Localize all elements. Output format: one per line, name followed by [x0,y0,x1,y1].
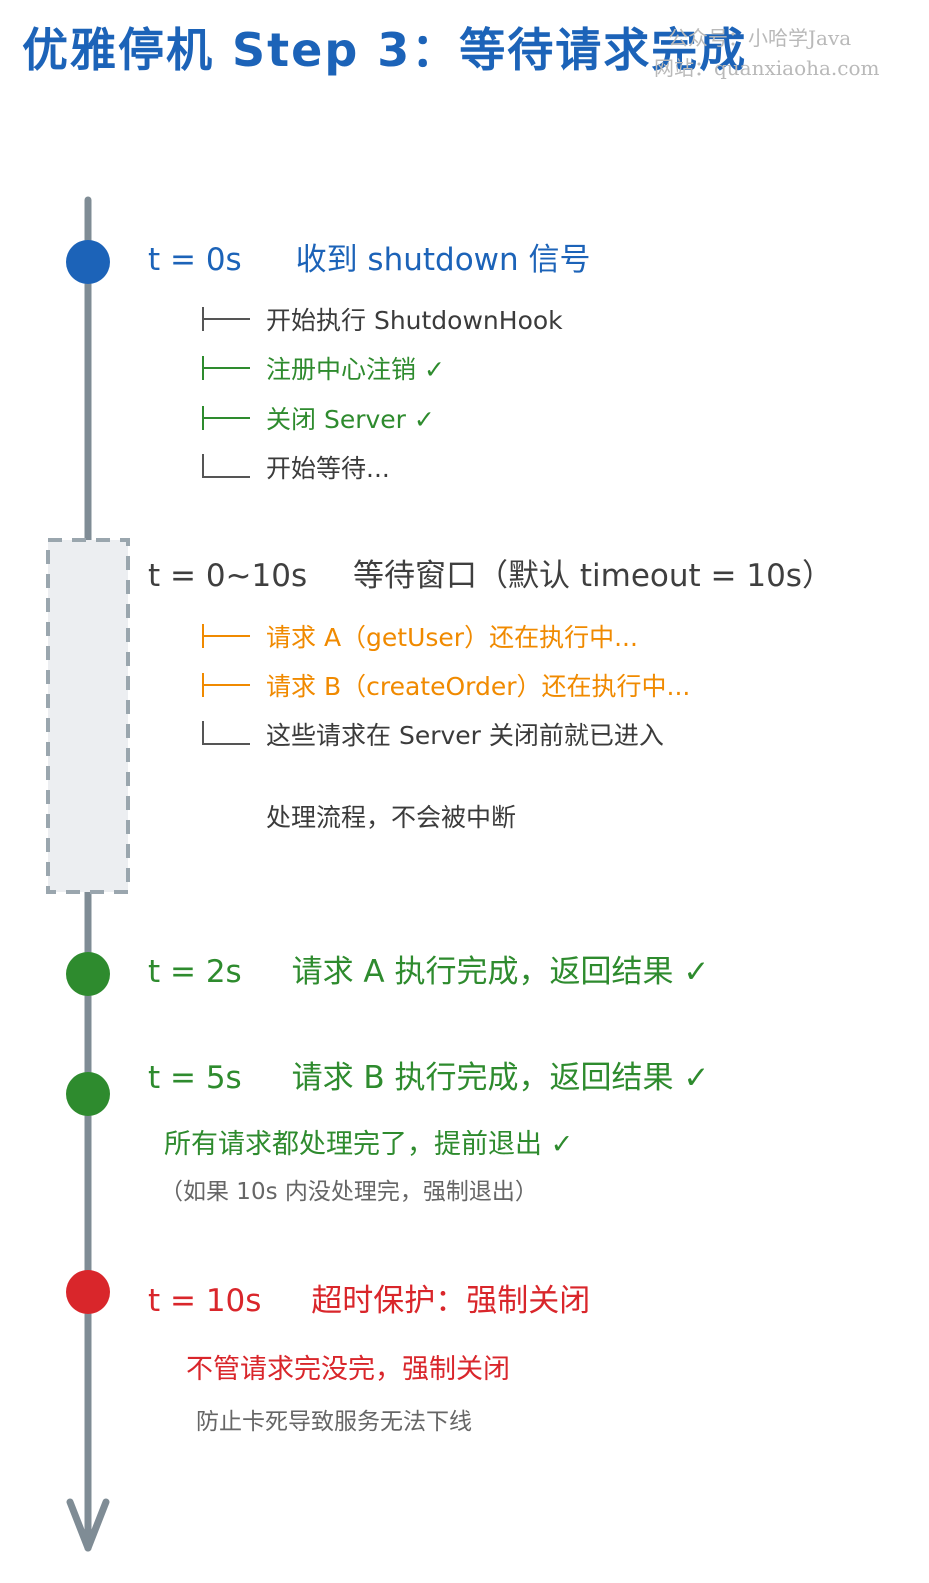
window-item: 请求 B（createOrder）还在执行中... [202,667,690,703]
watermark-line-2: 网站：quanxiaoha.com [654,56,880,80]
event-0s-heading: t = 0s 收到 shutdown 信号 [148,234,591,279]
window-time: t = 0~10s [148,558,308,594]
event-10s-heading: t = 10s 超时保护：强制关闭 [148,1275,590,1320]
event-5s-sub1: 所有请求都处理完了，提前退出 ✓ [164,1129,574,1160]
event-0s-item: 注册中心注销 ✓ [202,350,445,386]
watermark-line-1: 公众号：小哈学Java [668,26,852,50]
event-0s-time: t = 0s [148,242,242,278]
event-0s-item: 开始执行 ShutdownHook [202,301,563,337]
event-10s-sub1: 不管请求完没完，强制关闭 [186,1354,510,1385]
window-item: 这些请求在 Server 关闭前就已进入 [202,716,664,752]
window-heading: t = 0~10s 等待窗口（默认 timeout = 10s） [148,550,833,595]
page-title: 优雅停机 Step 3：等待请求完成 [22,23,748,77]
event-2s-time: t = 2s [148,954,242,990]
window-label: 等待窗口（默认 timeout = 10s） [353,558,833,594]
event-10s-sub2: 防止卡死导致服务无法下线 [196,1409,472,1435]
event-5s-heading: t = 5s 请求 B 执行完成，返回结果 ✓ [148,1052,709,1097]
milestone-dot-0s [66,240,110,284]
event-10s-time: t = 10s [148,1283,262,1319]
event-5s-time: t = 5s [148,1060,242,1096]
event-10s-label: 超时保护：强制关闭 [311,1283,591,1319]
event-2s-label: 请求 A 执行完成，返回结果 ✓ [291,954,710,990]
milestone-dot-5s [66,1072,110,1116]
event-0s-item: 开始等待... [202,449,390,485]
milestone-dot-10s [66,1270,110,1314]
waiting-window-box [46,538,130,894]
event-0s-item: 关闭 Server ✓ [202,400,435,436]
event-5s-label: 请求 B 执行完成，返回结果 ✓ [291,1060,710,1096]
window-note: 处理流程，不会被中断 [266,803,517,832]
timeline-arrowhead [66,1498,110,1552]
window-item: 请求 A（getUser）还在执行中... [202,618,638,654]
event-2s-heading: t = 2s 请求 A 执行完成，返回结果 ✓ [148,946,709,991]
event-0s-label: 收到 shutdown 信号 [295,242,591,278]
event-5s-sub2: （如果 10s 内没处理完，强制退出） [160,1179,538,1205]
milestone-dot-2s [66,952,110,996]
